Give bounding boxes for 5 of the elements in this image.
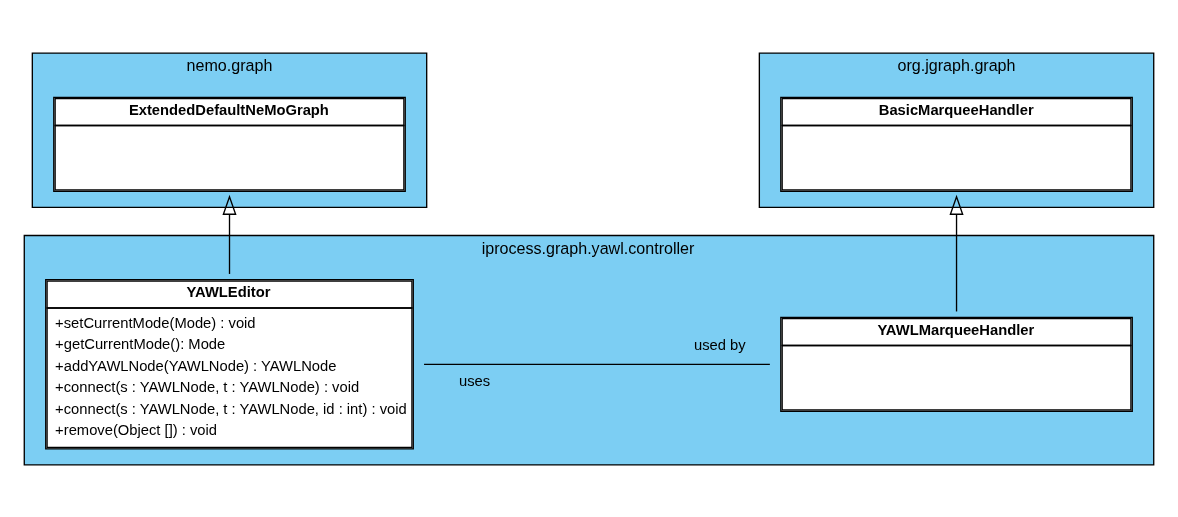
connector bbox=[423, 363, 771, 365]
label: used by bbox=[693, 336, 746, 353]
label: uses bbox=[459, 372, 491, 389]
arrow bbox=[222, 194, 237, 275]
arrow bbox=[949, 194, 964, 312]
